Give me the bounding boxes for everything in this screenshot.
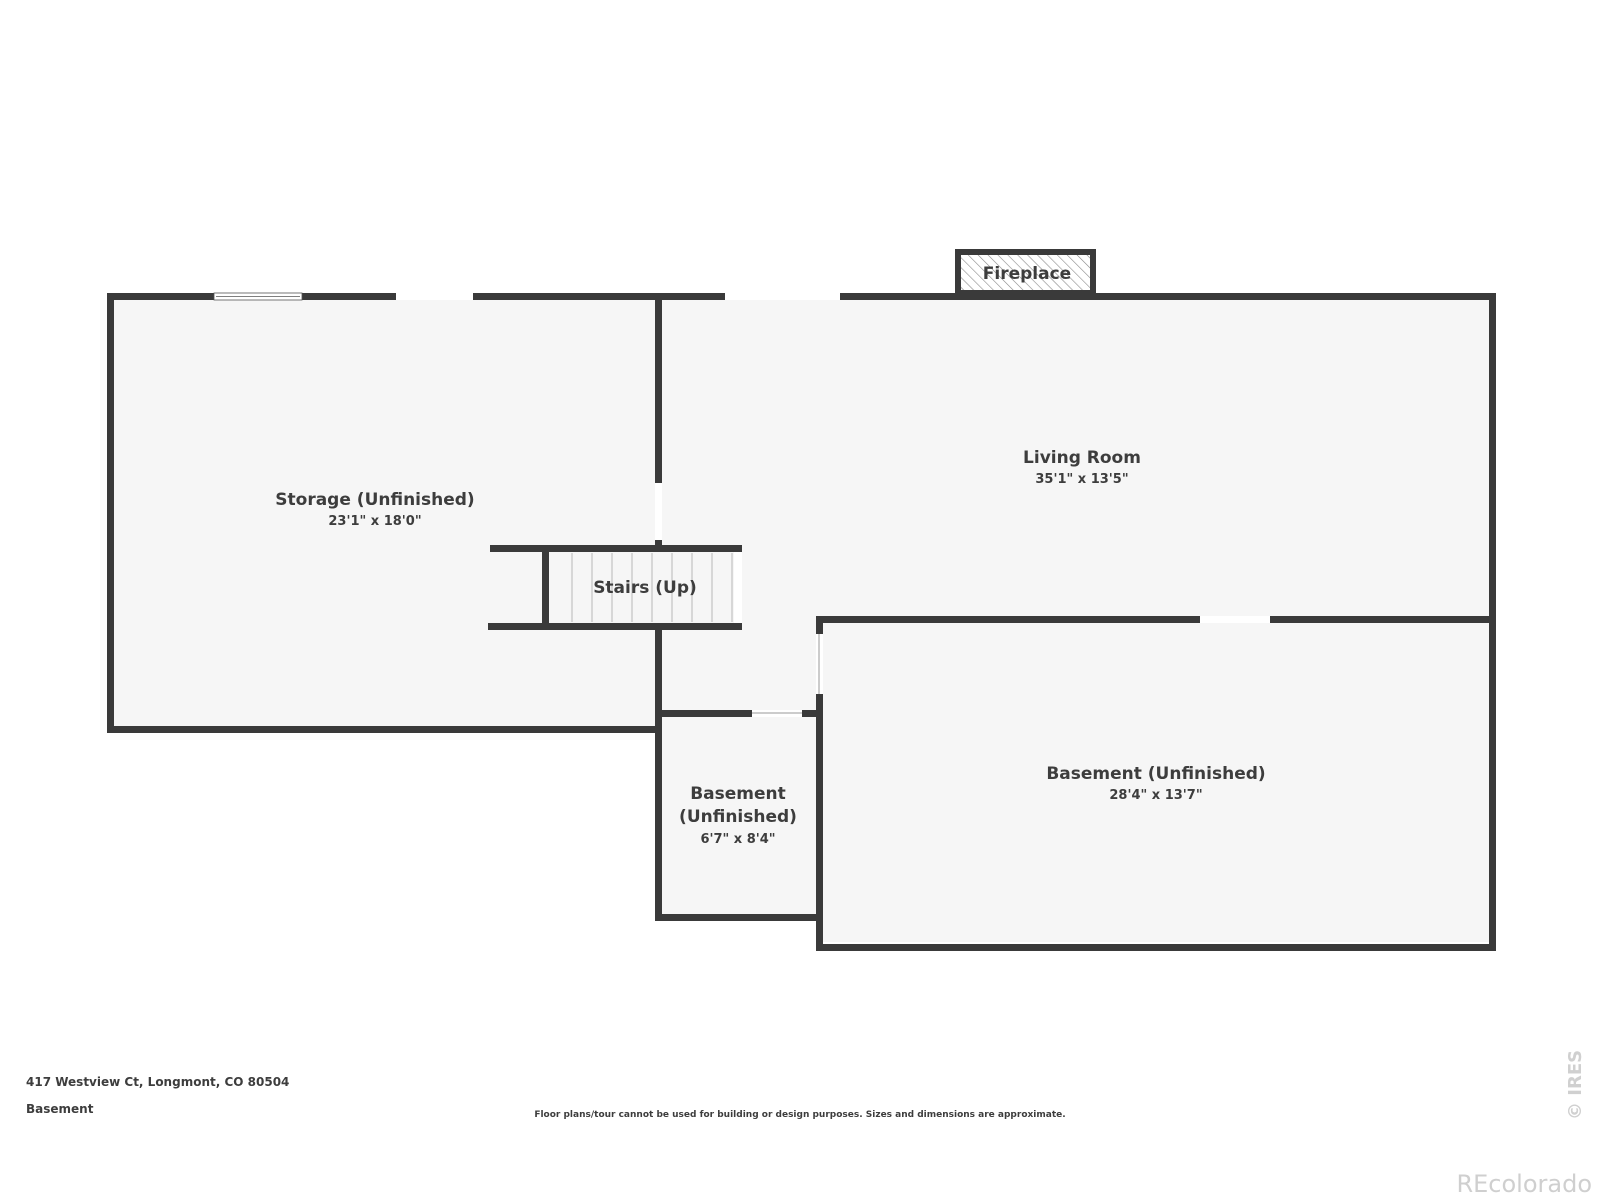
door-opening — [655, 483, 662, 540]
door-opening — [734, 552, 742, 623]
disclaimer: Floor plans/tour cannot be used for buil… — [0, 1110, 1600, 1120]
brand-watermark: REcolorado — [1456, 1170, 1592, 1198]
living-dims: 35'1" x 13'5" — [1035, 472, 1128, 487]
hall-floor — [660, 619, 820, 711]
stairs — [552, 552, 737, 623]
storage-name: Storage (Unfinished) — [275, 490, 474, 510]
storage-dims: 23'1" x 18'0" — [328, 514, 421, 529]
floor-label: Basement — [26, 1102, 94, 1116]
fireplace-name: Fireplace — [983, 264, 1071, 284]
living-name: Living Room — [1023, 448, 1141, 468]
disclaimer-text: Floor plans/tour cannot be used for buil… — [534, 1110, 1066, 1120]
basement-large-floor — [822, 623, 1489, 942]
basement-small-dims: 6'7" x 8'4" — [700, 832, 775, 847]
living-floor — [660, 297, 1490, 619]
window — [1200, 616, 1270, 623]
basement-small-floor — [659, 716, 816, 918]
basement-small-name-2: (Unfinished) — [679, 807, 797, 827]
basement-large-dims: 28'4" x 13'7" — [1109, 788, 1202, 803]
basement-large-name: Basement (Unfinished) — [1046, 764, 1265, 784]
fireplace — [955, 249, 1096, 296]
window — [396, 293, 473, 300]
window — [725, 293, 840, 300]
storage-floor — [110, 297, 657, 727]
copyright-watermark: © IRES — [1565, 1049, 1586, 1120]
floor-fills — [110, 297, 1490, 942]
stairs-name: Stairs (Up) — [593, 578, 697, 598]
basement-small-name-1: Basement — [690, 784, 786, 804]
property-address: 417 Westview Ct, Longmont, CO 80504 — [26, 1075, 290, 1089]
